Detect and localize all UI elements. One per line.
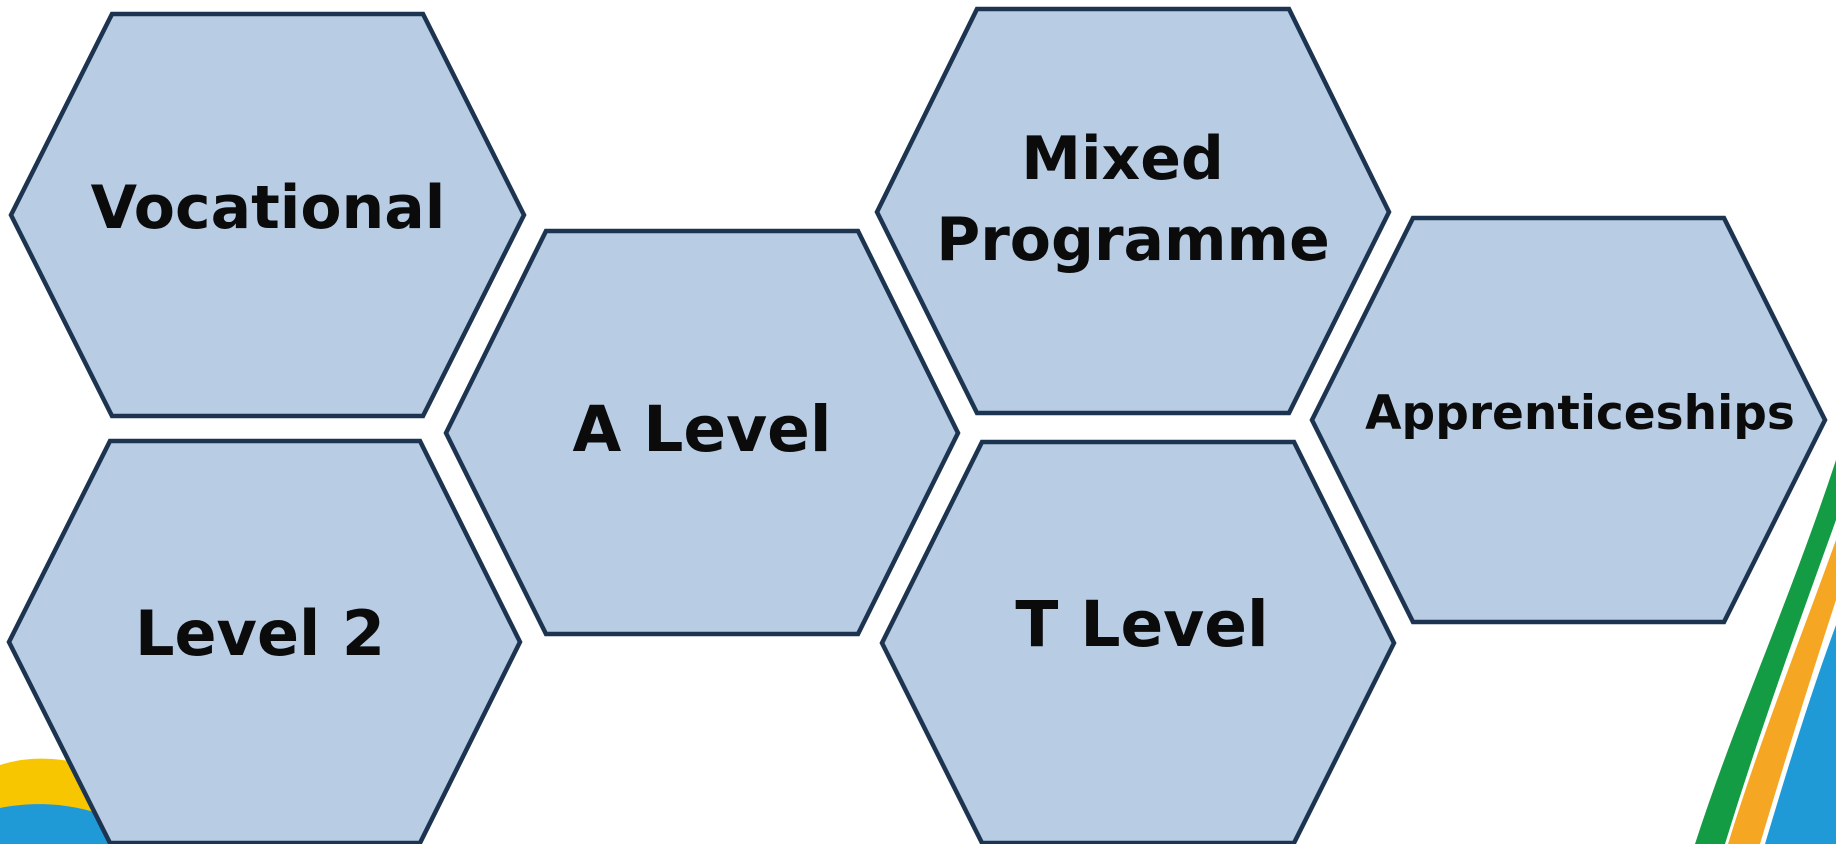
hexagon-label-line: Level 2 bbox=[135, 597, 385, 670]
hexagon-label: Apprenticeships bbox=[1365, 386, 1795, 441]
swoosh-green-band bbox=[1695, 460, 1836, 844]
hexagon-shape bbox=[443, 228, 961, 637]
swoosh-orange-band bbox=[1728, 540, 1836, 844]
hexagon-label: Vocational bbox=[91, 173, 446, 243]
hexagon-shape bbox=[8, 11, 527, 419]
hexagon-label: Mixed Programme bbox=[936, 124, 1330, 275]
hexagon-label-line: Programme bbox=[936, 205, 1330, 275]
hexagon-level-2: Level 2 bbox=[6, 438, 523, 844]
hexagon-label-line: A Level bbox=[573, 393, 832, 466]
hexagon-shape bbox=[6, 438, 523, 844]
hexagon-label-line: T Level bbox=[1015, 588, 1268, 661]
hexagon-label: T Level bbox=[1015, 588, 1268, 661]
swoosh-blue-band bbox=[1765, 625, 1836, 844]
hexagon-shape bbox=[879, 439, 1397, 844]
hexagon-label: A Level bbox=[573, 393, 832, 466]
bottom-right-swoosh bbox=[1695, 460, 1836, 844]
hexagon-apprenticeships: Apprenticeships bbox=[1309, 215, 1828, 625]
hexagon-a-level: A Level bbox=[443, 228, 961, 637]
hexagon-t-level: T Level bbox=[879, 439, 1397, 844]
hexagon-label: Level 2 bbox=[135, 597, 385, 670]
hexagon-vocational: Vocational bbox=[8, 11, 527, 419]
hexagon-shape bbox=[874, 6, 1392, 416]
hexagon-label-line: Vocational bbox=[91, 173, 446, 243]
hexagon-shape bbox=[1309, 215, 1828, 625]
hexagon-label-line: Apprenticeships bbox=[1365, 386, 1795, 441]
hexagon-mixed-programme: Mixed Programme bbox=[874, 6, 1392, 416]
hexagon-label-line: Mixed bbox=[1021, 124, 1224, 194]
